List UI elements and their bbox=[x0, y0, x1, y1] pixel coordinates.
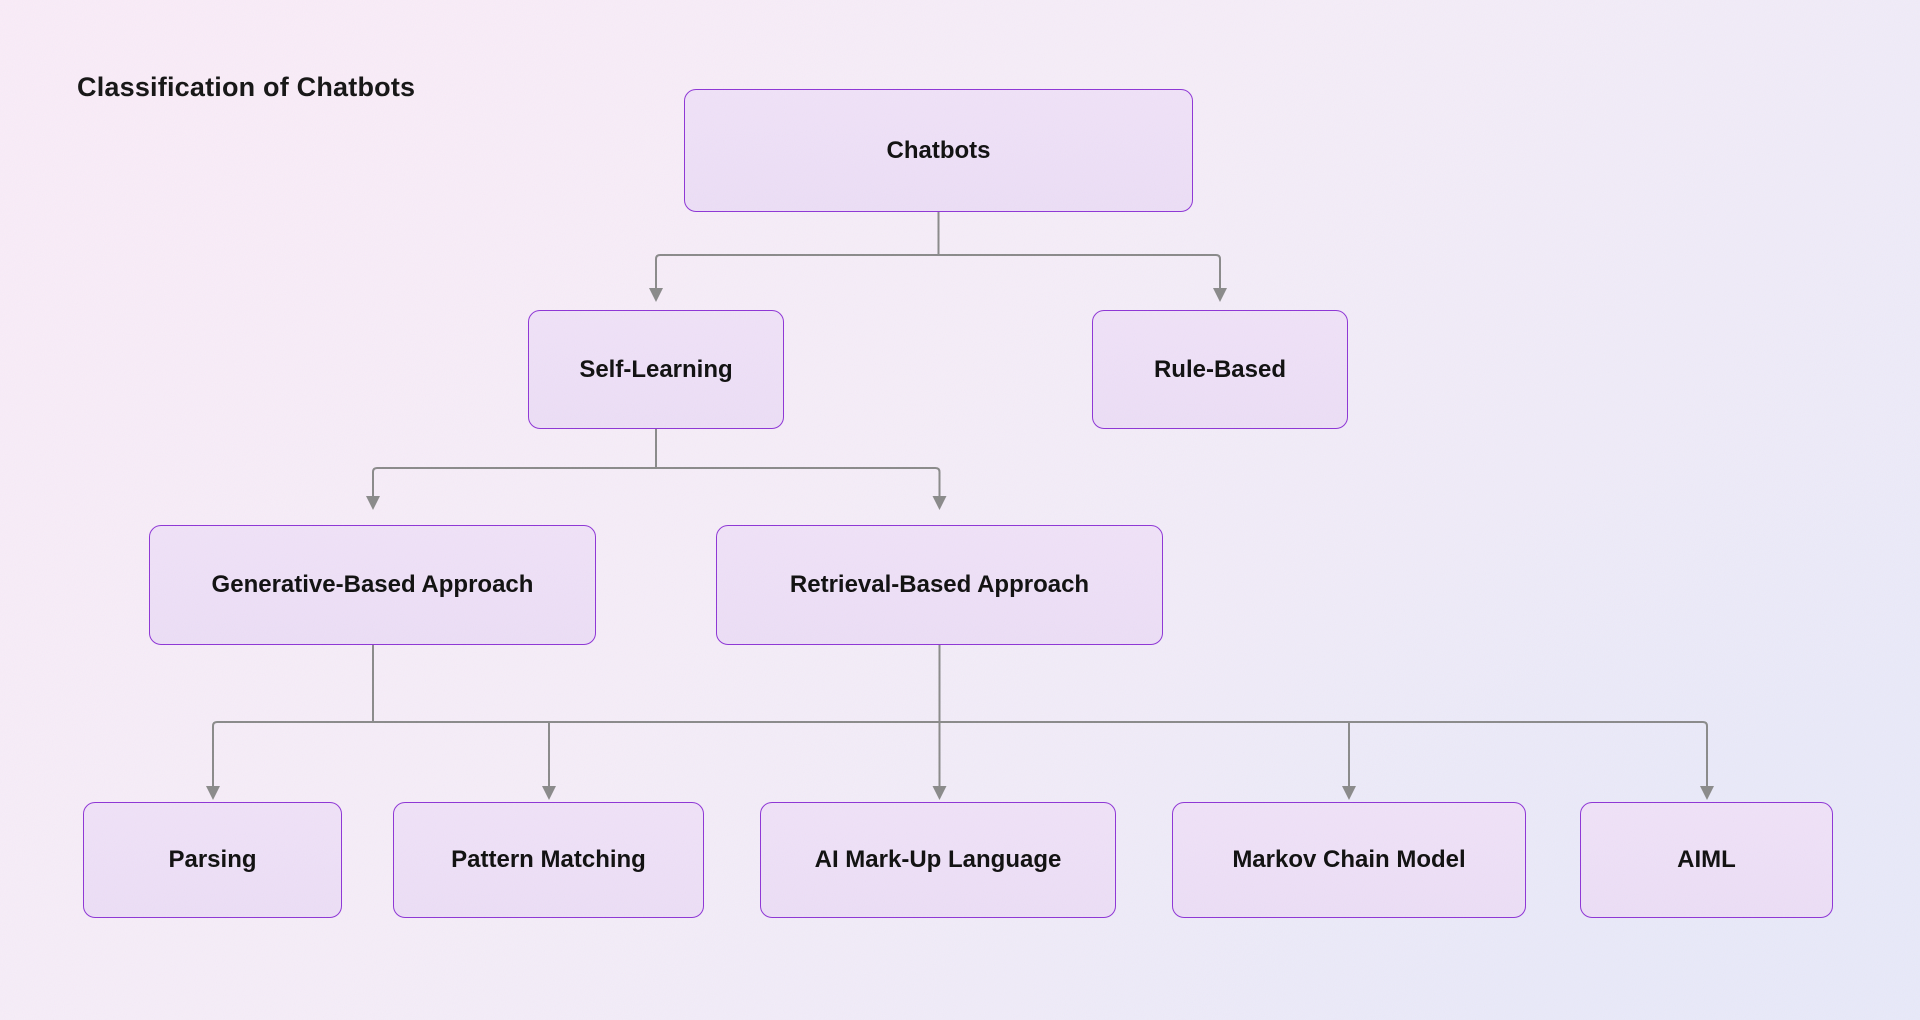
node-chatbots: Chatbots bbox=[684, 89, 1193, 212]
arrowhead bbox=[932, 496, 947, 510]
node-pattern-matching: Pattern Matching bbox=[393, 802, 704, 918]
node-rule-based: Rule-Based bbox=[1092, 310, 1348, 429]
arrowhead bbox=[366, 496, 380, 510]
arrowhead bbox=[649, 288, 663, 302]
node-ai-markup-language: AI Mark-Up Language bbox=[760, 802, 1116, 918]
arrowhead bbox=[932, 786, 947, 800]
node-retrieval-based-approach: Retrieval-Based Approach bbox=[716, 525, 1163, 645]
arrowhead bbox=[1342, 786, 1356, 800]
arrowhead bbox=[542, 786, 556, 800]
arrowhead bbox=[1700, 786, 1714, 800]
node-self-learning: Self-Learning bbox=[528, 310, 784, 429]
node-generative-based-approach: Generative-Based Approach bbox=[149, 525, 596, 645]
node-markov-chain-model: Markov Chain Model bbox=[1172, 802, 1526, 918]
arrowhead bbox=[206, 786, 220, 800]
arrowhead bbox=[1213, 288, 1227, 302]
node-aiml: AIML bbox=[1580, 802, 1833, 918]
node-parsing: Parsing bbox=[83, 802, 342, 918]
